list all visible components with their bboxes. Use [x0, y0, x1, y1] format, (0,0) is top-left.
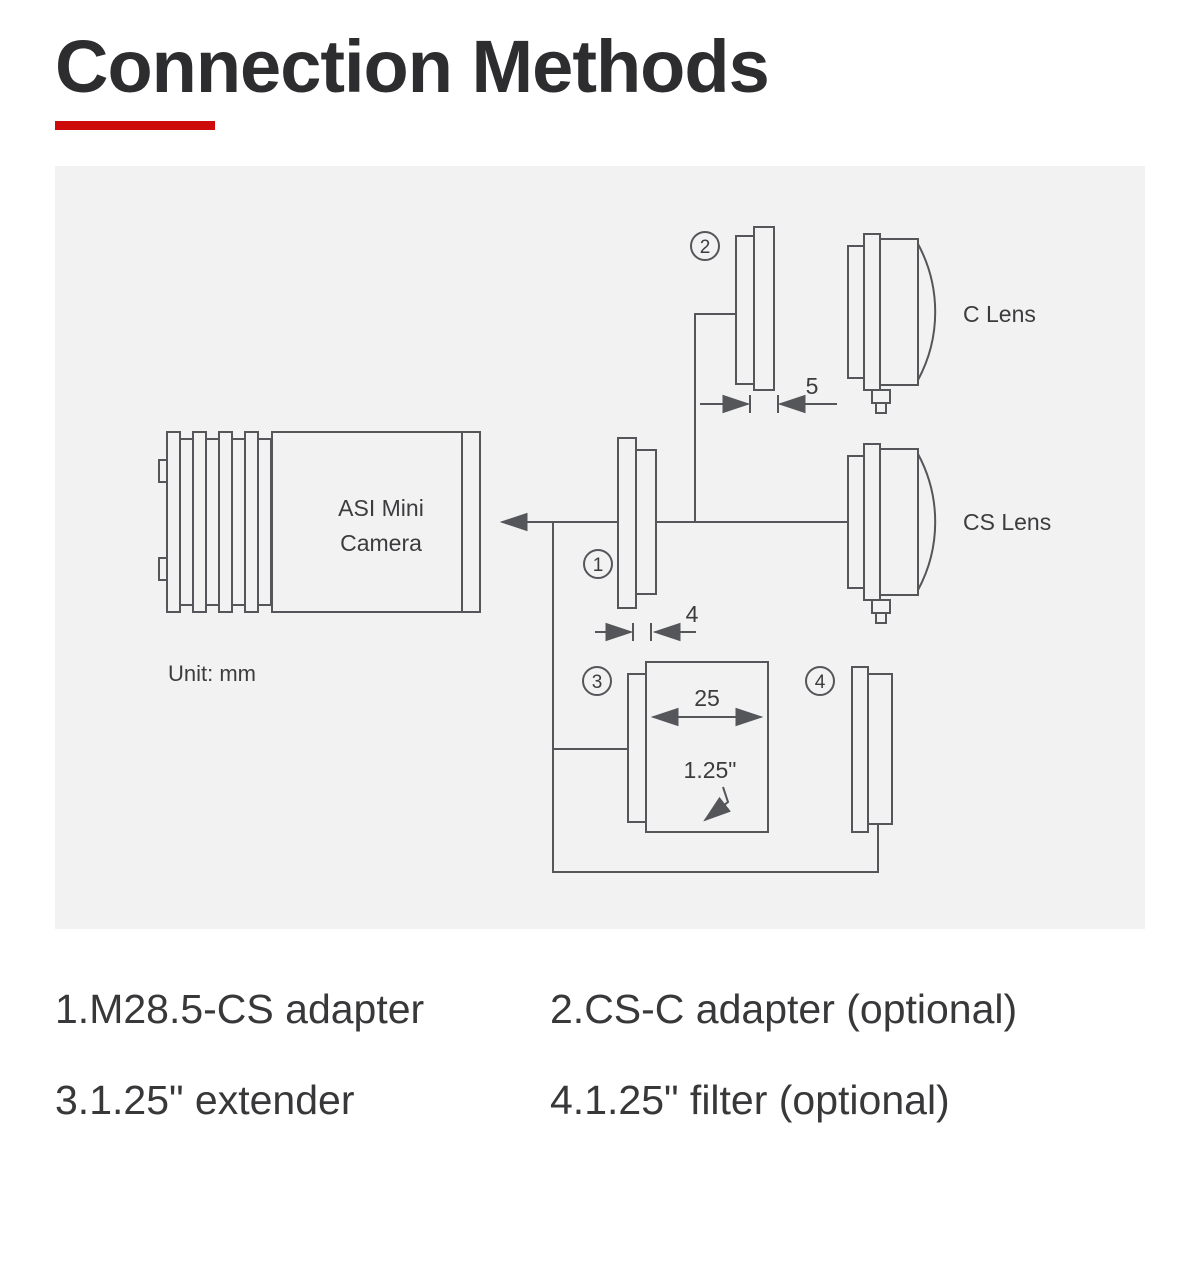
dimension-4-label: 4	[686, 601, 699, 627]
legend-item-m28-cs-adapter: 1.M28.5-CS adapter	[55, 985, 425, 1032]
camera-label-line1: ASI Mini	[338, 495, 424, 521]
dimension-5-label: 5	[806, 373, 819, 399]
asi-mini-camera-drawing: ASI Mini Camera	[158, 430, 481, 613]
connector-lines	[499, 312, 879, 873]
bore-label: 1.25"	[684, 757, 737, 783]
legend-item-filter: 4.1.25" filter (optional)	[550, 1076, 950, 1123]
legend-item-extender: 3.1.25" extender	[55, 1076, 355, 1123]
cs-lens-label: CS Lens	[963, 509, 1051, 535]
marker-4: 4	[815, 672, 826, 693]
connection-diagram-panel: ASI Mini Camera	[55, 165, 1145, 929]
marker-2: 2	[700, 237, 711, 258]
branch-to-cs-c-adapter	[694, 312, 736, 522]
marker-3: 3	[592, 672, 603, 693]
m28-cs-adapter-drawing	[617, 436, 657, 609]
marker-1: 1	[593, 555, 604, 576]
bore-callout: 1.25"	[684, 757, 737, 822]
cs-lens-drawing	[847, 442, 937, 624]
dimension-adapter2: 5	[700, 373, 837, 414]
dimension-25-label: 25	[694, 685, 720, 711]
page-title: Connection Methods	[55, 25, 770, 108]
camera-body	[271, 430, 481, 613]
connection-diagram: ASI Mini Camera	[158, 225, 1051, 873]
title-underline	[55, 120, 215, 130]
filter-drawing	[851, 665, 893, 833]
cs-c-adapter-drawing	[735, 225, 775, 391]
c-lens-drawing	[847, 232, 937, 414]
circled-markers: 1 2 3 4	[582, 230, 835, 696]
c-lens-label: C Lens	[963, 301, 1036, 327]
branch-to-filter	[552, 521, 879, 873]
legend-item-cs-c-adapter: 2.CS-C adapter (optional)	[550, 985, 1018, 1032]
legend: 1.M28.5-CS adapter 2.CS-C adapter (optio…	[55, 985, 1145, 1125]
camera-label-line2: Camera	[340, 530, 422, 556]
dimension-extender: 25	[650, 685, 764, 727]
dimension-adapter1: 4	[595, 601, 699, 642]
unit-label: Unit: mm	[168, 661, 256, 686]
